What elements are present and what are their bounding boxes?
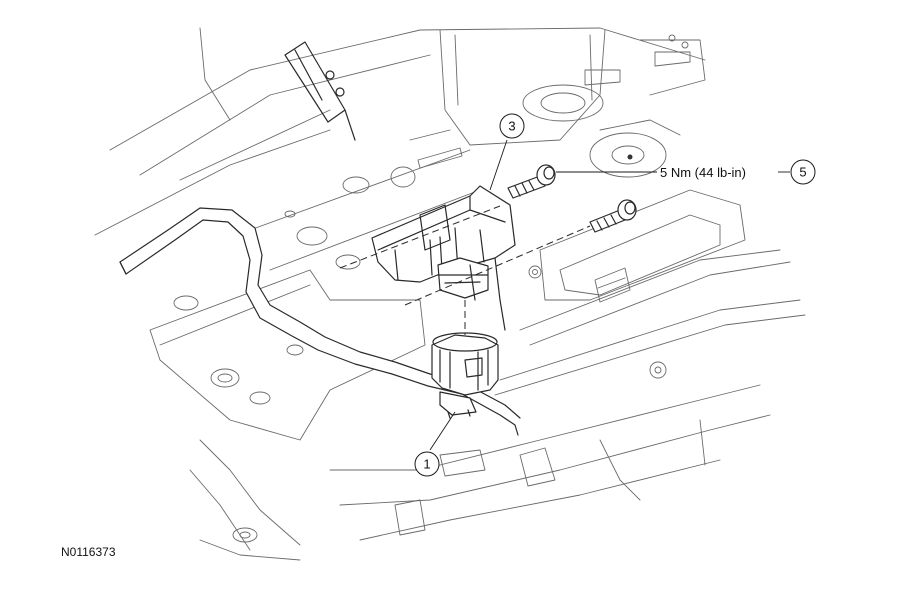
bolt-upper — [507, 164, 556, 199]
callout-3-number: 3 — [508, 119, 515, 134]
callout-5-number: 5 — [799, 165, 806, 180]
torque-spec-label: 5 Nm (44 lb-in) — [660, 165, 746, 180]
electrical-connector — [431, 332, 499, 419]
callout-5: 5 Nm (44 lb-in) 5 — [556, 159, 816, 185]
vehicle-floor-panel — [94, 27, 806, 561]
bracket-top-left — [284, 41, 356, 141]
callout-1: 1 — [414, 411, 456, 477]
figure-id: N0116373 — [61, 545, 116, 559]
callout-1-number: 1 — [423, 457, 430, 472]
sensor-bracket — [371, 185, 516, 331]
installation-paths — [339, 205, 591, 335]
bolt-lower — [589, 199, 637, 233]
callout-3: 3 — [489, 113, 525, 191]
